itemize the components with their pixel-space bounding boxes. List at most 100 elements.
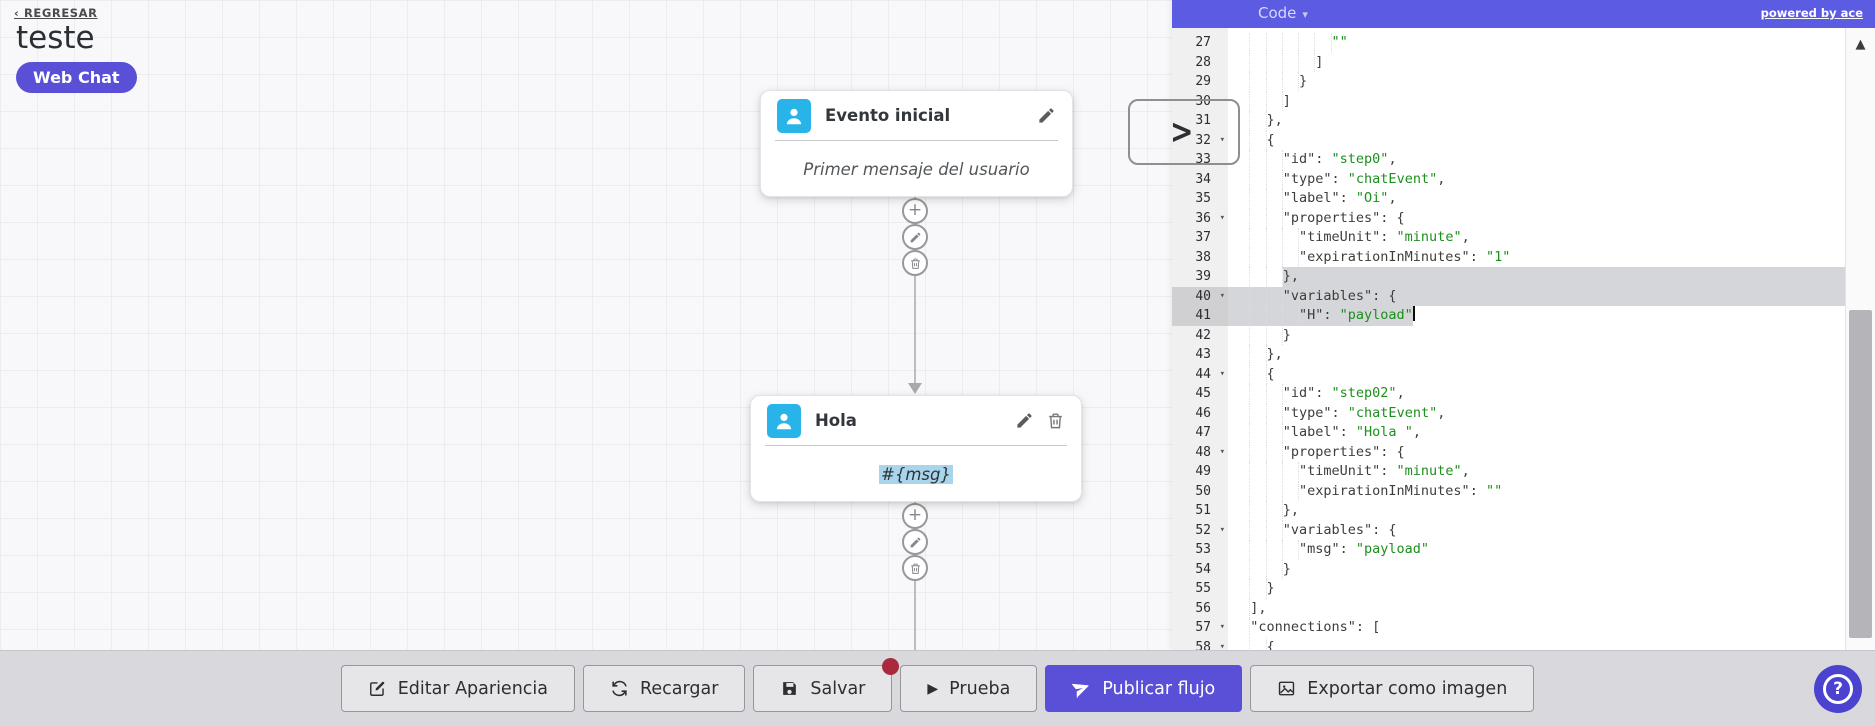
gutter-line-number[interactable]: 42: [1195, 327, 1211, 343]
code-line-29[interactable]: 29}: [1172, 72, 1845, 92]
code-editor[interactable]: 27""28]29}30]31},32▾{33"id": "step0",34"…: [1172, 28, 1845, 650]
code-line-50[interactable]: 50"expirationInMinutes": "": [1172, 481, 1845, 501]
code-line-44[interactable]: 44▾{: [1172, 364, 1845, 385]
code-line-45[interactable]: 45"id": "step02",: [1172, 384, 1845, 404]
add-step-button[interactable]: +: [902, 503, 928, 529]
code-line-53[interactable]: 53"msg": "payload": [1172, 540, 1845, 560]
code-line-46[interactable]: 46"type": "chatEvent",: [1172, 403, 1845, 423]
code-line-27[interactable]: 27"": [1172, 33, 1845, 53]
code-line-28[interactable]: 28]: [1172, 52, 1845, 72]
code-line-42[interactable]: 42}: [1172, 325, 1845, 345]
code-line-51[interactable]: 51},: [1172, 501, 1845, 521]
back-link[interactable]: ‹ REGRESAR: [14, 6, 98, 20]
edit-connection-button[interactable]: [902, 529, 928, 555]
gutter-line-number[interactable]: 27: [1195, 35, 1211, 50]
code-line-38[interactable]: 38"expirationInMinutes": "1": [1172, 247, 1845, 267]
delete-connection-button[interactable]: [902, 250, 928, 276]
gutter-line-number[interactable]: 49: [1195, 464, 1211, 479]
gutter-line-number[interactable]: 47: [1195, 425, 1211, 440]
save-button[interactable]: Salvar: [753, 658, 900, 712]
gutter-line-number[interactable]: 35: [1195, 191, 1211, 206]
gutter-line-number[interactable]: 45: [1195, 386, 1211, 401]
publish-flow-button[interactable]: Publicar flujo: [1045, 665, 1243, 712]
code-line-39[interactable]: 39},: [1172, 267, 1845, 287]
code-line-55[interactable]: 55}: [1172, 579, 1845, 599]
gutter-line-number[interactable]: 28: [1195, 54, 1211, 70]
fold-arrow-icon[interactable]: ▾: [1219, 446, 1225, 457]
gutter-line-number[interactable]: 32▾: [1172, 131, 1228, 151]
fold-arrow-icon[interactable]: ▾: [1219, 212, 1225, 223]
gutter-line-number[interactable]: 36▾: [1172, 209, 1228, 229]
editor-scrollbar[interactable]: ▲: [1845, 28, 1875, 650]
gutter-line-number[interactable]: 40▾: [1172, 286, 1228, 306]
code-line-48[interactable]: 48▾"properties": {: [1172, 442, 1845, 463]
gutter-line-number[interactable]: 39: [1195, 269, 1211, 284]
node-evento-inicial[interactable]: Evento inicial Primer mensaje del usuari…: [760, 90, 1073, 197]
gutter-line-number[interactable]: 54: [1195, 561, 1211, 577]
fold-arrow-icon[interactable]: ▾: [1219, 134, 1225, 145]
reload-button[interactable]: Recargar: [583, 665, 746, 712]
edit-node-icon[interactable]: [1037, 106, 1056, 125]
help-button[interactable]: ?: [1814, 665, 1862, 713]
code-line-41[interactable]: 41"H": "payload": [1172, 306, 1845, 326]
edit-appearance-button[interactable]: Editar Apariencia: [340, 665, 575, 712]
fold-arrow-icon[interactable]: ▾: [1219, 641, 1225, 651]
code-line-47[interactable]: 47"label": "Hola ",: [1172, 423, 1845, 443]
node-hola[interactable]: Hola #{msg}: [750, 395, 1082, 502]
gutter-line-number[interactable]: 44▾: [1172, 365, 1228, 385]
code-line-43[interactable]: 43},: [1172, 345, 1845, 365]
gutter-line-number[interactable]: 43: [1195, 347, 1211, 362]
fold-arrow-icon[interactable]: ▾: [1219, 622, 1225, 632]
gutter-line-number[interactable]: 56: [1195, 600, 1211, 616]
delete-node-icon[interactable]: [1046, 411, 1065, 430]
code-line-33[interactable]: 33"id": "step0",: [1172, 150, 1845, 170]
edit-connection-button[interactable]: [902, 224, 928, 250]
gutter-line-number[interactable]: 38: [1195, 249, 1211, 265]
code-line-56[interactable]: 56],: [1172, 598, 1845, 618]
gutter-line-number[interactable]: 52▾: [1172, 521, 1228, 541]
gutter-line-number[interactable]: 48▾: [1172, 443, 1228, 463]
code-line-37[interactable]: 37"timeUnit": "minute",: [1172, 228, 1845, 248]
gutter-line-number[interactable]: 55: [1195, 581, 1211, 596]
gutter-line-number[interactable]: 37: [1195, 230, 1211, 245]
code-line-40[interactable]: 40▾"variables": {: [1172, 286, 1845, 306]
test-button[interactable]: ▶ Prueba: [900, 665, 1038, 712]
fold-arrow-icon[interactable]: ▾: [1219, 368, 1225, 379]
fold-arrow-icon[interactable]: ▾: [1219, 290, 1225, 301]
code-line-32[interactable]: 32▾{: [1172, 130, 1845, 151]
gutter-line-number[interactable]: 34: [1195, 171, 1211, 187]
flow-canvas[interactable]: ‹ REGRESAR teste Web Chat Evento inicial…: [0, 0, 1172, 650]
gutter-line-number[interactable]: 29: [1195, 74, 1211, 89]
gutter-line-number[interactable]: 50: [1195, 483, 1211, 499]
code-line-54[interactable]: 54}: [1172, 559, 1845, 579]
scroll-up-icon[interactable]: ▲: [1855, 37, 1866, 52]
fold-arrow-icon[interactable]: ▾: [1219, 524, 1225, 535]
code-line-57[interactable]: 57▾"connections": [: [1172, 618, 1845, 638]
code-line-30[interactable]: 30]: [1172, 91, 1845, 111]
code-line-52[interactable]: 52▾"variables": {: [1172, 520, 1845, 541]
gutter-line-number[interactable]: 46: [1195, 405, 1211, 421]
gutter-line-number[interactable]: 58▾: [1172, 638, 1228, 651]
gutter-line-number[interactable]: 31: [1195, 113, 1211, 128]
scrollbar-thumb[interactable]: [1849, 310, 1872, 638]
gutter-line-number[interactable]: 51: [1195, 503, 1211, 518]
gutter-line-number[interactable]: 30: [1195, 93, 1211, 109]
gutter-line-number[interactable]: 41: [1172, 306, 1228, 326]
gutter-line-number[interactable]: 53: [1195, 542, 1211, 557]
add-step-button[interactable]: +: [902, 198, 928, 224]
gutter-line-number[interactable]: 57▾: [1172, 618, 1228, 638]
code-line-34[interactable]: 34"type": "chatEvent",: [1172, 169, 1845, 189]
code-line-35[interactable]: 35"label": "Oi",: [1172, 189, 1845, 209]
collapse-editor-button[interactable]: >: [1128, 99, 1240, 165]
code-line-58[interactable]: 58▾{: [1172, 637, 1845, 651]
code-line-36[interactable]: 36▾"properties": {: [1172, 208, 1845, 229]
code-mode-dropdown[interactable]: Code▾: [1258, 4, 1308, 22]
delete-connection-button[interactable]: [902, 555, 928, 581]
powered-by-ace-link[interactable]: powered by ace: [1760, 6, 1863, 20]
text-cursor: [1412, 306, 1415, 321]
export-image-button[interactable]: Exportar como imagen: [1250, 665, 1535, 712]
edit-node-icon[interactable]: [1015, 411, 1034, 430]
button-label: Prueba: [949, 678, 1011, 699]
code-line-49[interactable]: 49"timeUnit": "minute",: [1172, 462, 1845, 482]
code-line-31[interactable]: 31},: [1172, 111, 1845, 131]
